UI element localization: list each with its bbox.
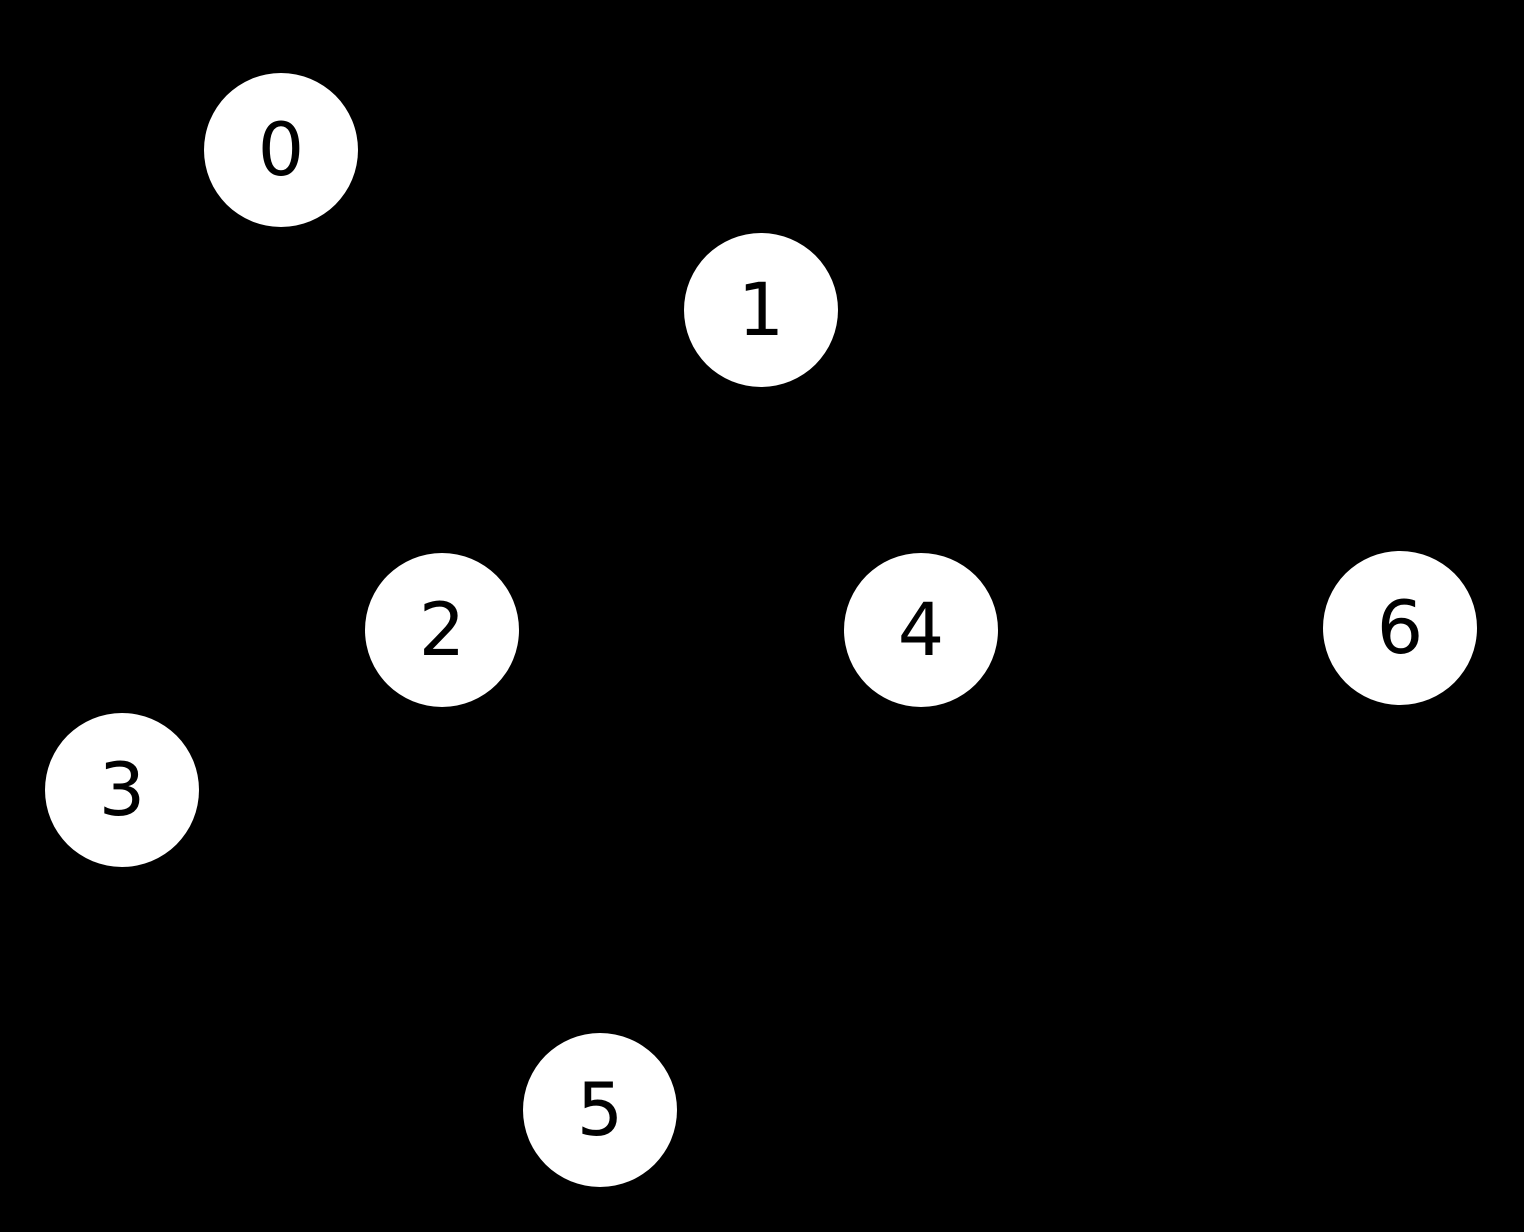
node-label-4: 4 [897, 587, 945, 673]
node-label-3: 3 [98, 747, 146, 833]
node-label-0: 0 [257, 107, 305, 193]
node-label-1: 1 [737, 267, 785, 353]
node-label-6: 6 [1376, 585, 1424, 671]
node-label-5: 5 [576, 1067, 624, 1153]
graph-node-2[interactable]: 2 [365, 553, 519, 707]
graph-node-6[interactable]: 6 [1323, 551, 1477, 705]
graph-node-1[interactable]: 1 [684, 233, 838, 387]
graph-node-3[interactable]: 3 [45, 713, 199, 867]
graph-node-0[interactable]: 0 [204, 73, 358, 227]
node-label-2: 2 [418, 587, 466, 673]
graph-node-4[interactable]: 4 [844, 553, 998, 707]
graph-node-5[interactable]: 5 [523, 1033, 677, 1187]
